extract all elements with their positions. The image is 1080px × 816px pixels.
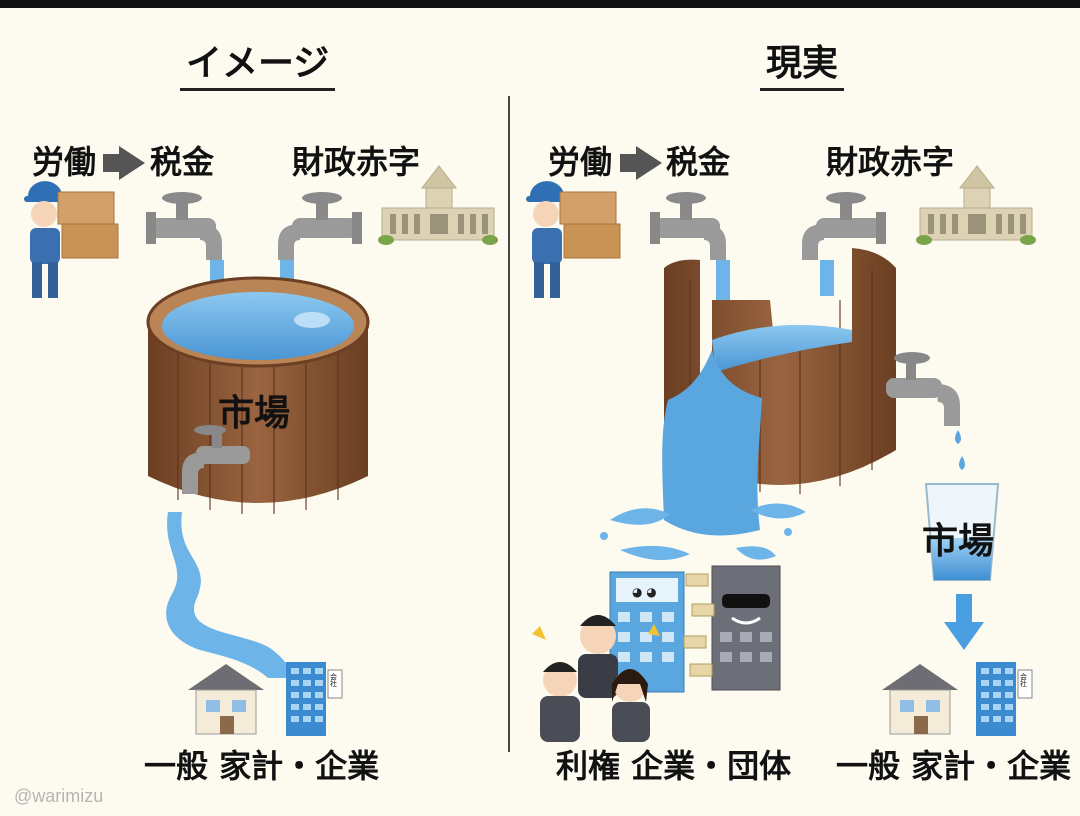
left-tax-label: 税金 bbox=[150, 143, 215, 181]
right-arrow-icon bbox=[620, 146, 662, 180]
glass-icon bbox=[924, 483, 1000, 581]
right-house-icon bbox=[882, 664, 958, 735]
left-deficit-label: 財政赤字 bbox=[292, 143, 421, 181]
left-diet-building-icon bbox=[378, 165, 498, 245]
right-market-label: 市場 bbox=[922, 521, 995, 562]
right-labor-label: 労働 bbox=[548, 143, 613, 181]
down-arrow-icon bbox=[944, 594, 984, 650]
right-tax-stream bbox=[716, 260, 730, 300]
right-worker-icon bbox=[526, 181, 621, 298]
right-deficit-stream bbox=[820, 260, 834, 296]
panel-divider bbox=[508, 96, 510, 752]
right-tax-label: 税金 bbox=[666, 143, 731, 181]
top-bar bbox=[0, 0, 1080, 8]
right-company-sign: 会社 bbox=[1020, 673, 1027, 688]
right-tax-faucet-icon bbox=[650, 192, 726, 260]
watermark: @warimizu bbox=[14, 786, 104, 806]
water-drops bbox=[955, 430, 965, 470]
right-company-building-icon bbox=[976, 662, 1033, 736]
left-labor-label: 労働 bbox=[32, 143, 97, 181]
right-waterfall bbox=[662, 350, 762, 536]
left-worker-icon bbox=[24, 181, 119, 298]
left-house-icon bbox=[188, 664, 264, 735]
left-recipients-label: 一般 家計・企業 bbox=[144, 747, 380, 785]
left-company-building-icon bbox=[286, 662, 343, 736]
left-market-faucet-icon bbox=[182, 425, 250, 494]
left-market-label: 市場 bbox=[218, 393, 291, 434]
right-splash bbox=[600, 503, 806, 561]
left-deficit-faucet-icon bbox=[278, 192, 362, 260]
right-market-faucet-icon bbox=[886, 352, 960, 426]
left-company-sign: 会社 bbox=[330, 673, 337, 688]
left-tax-faucet-icon bbox=[146, 192, 222, 260]
right-recipients-label: 一般 家計・企業 bbox=[836, 747, 1072, 785]
money-bills-icon bbox=[683, 573, 715, 677]
left-panel-title: イメージ bbox=[180, 44, 336, 91]
right-deficit-faucet-icon bbox=[802, 192, 886, 260]
privileged-organization-building-icon bbox=[711, 565, 781, 691]
right-deficit-label: 財政赤字 bbox=[826, 143, 955, 181]
right-diet-building-icon bbox=[916, 165, 1036, 245]
left-arrow-icon bbox=[103, 146, 145, 180]
left-river bbox=[166, 512, 292, 678]
businesspeople-cheering-icon bbox=[532, 615, 660, 742]
svg-text:◕ ◕: ◕ ◕ bbox=[632, 585, 657, 599]
right-panel-title: 現実 bbox=[760, 44, 845, 91]
privileged-recipients-label: 利権 企業・団体 bbox=[556, 747, 792, 785]
